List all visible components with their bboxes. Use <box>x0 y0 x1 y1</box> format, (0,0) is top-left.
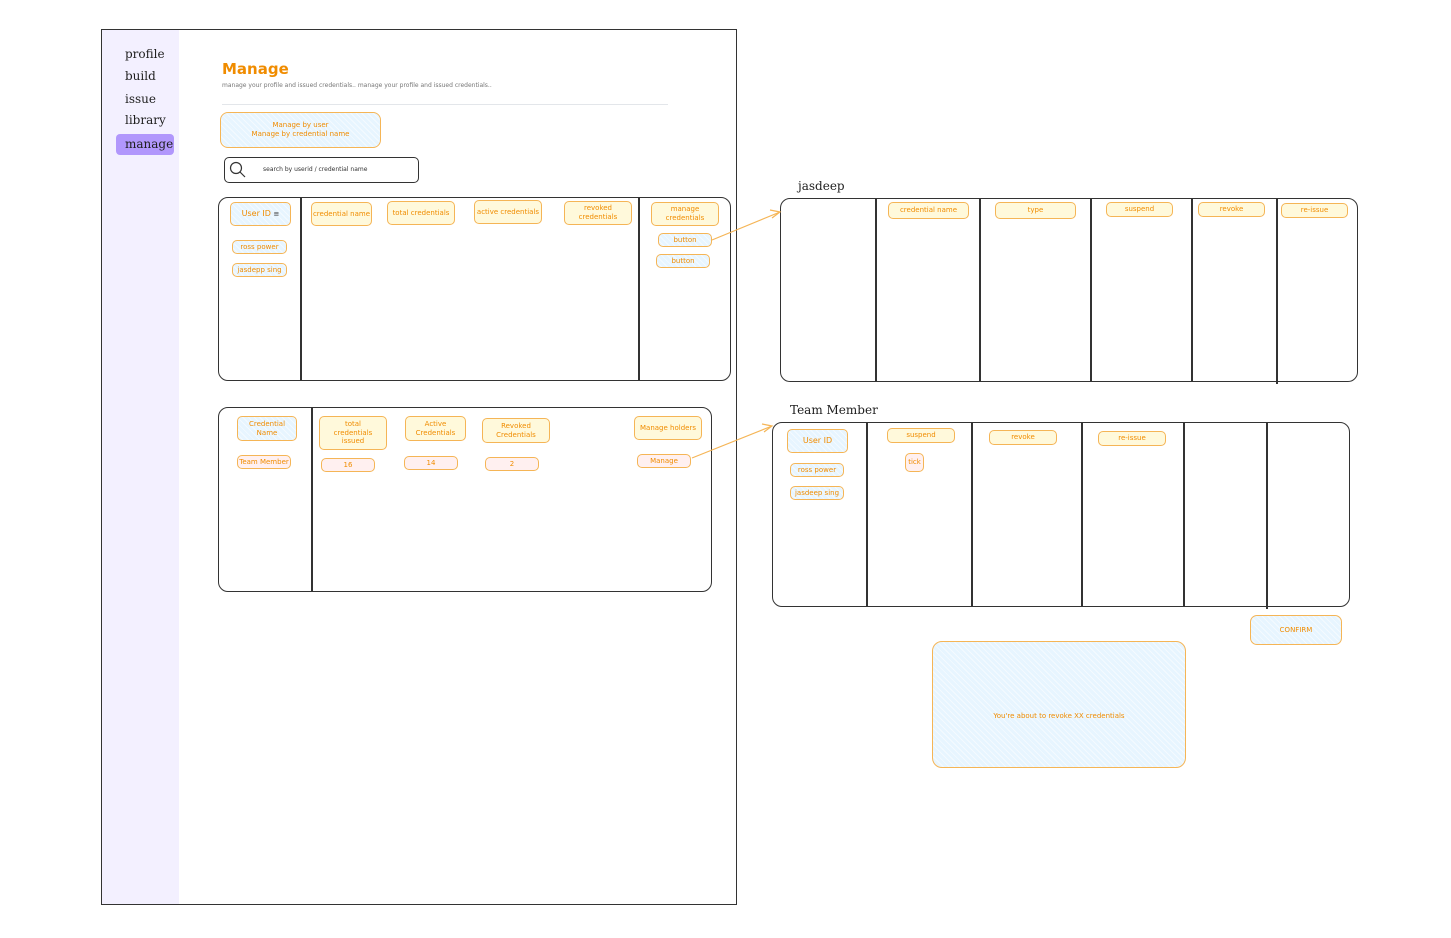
manage-by-credential-option[interactable]: Manage by credential name <box>251 130 350 138</box>
credential-row-team-member[interactable]: Team Member <box>237 455 291 469</box>
column-divider <box>1191 199 1193 381</box>
column-divider <box>1276 199 1278 384</box>
sidebar-item-manage[interactable]: manage <box>116 134 174 155</box>
jasdeep-panel-title: jasdeep <box>798 179 845 193</box>
user-id-label: User ID <box>241 209 271 218</box>
arrowhead <box>769 209 782 219</box>
column-divider <box>971 423 973 606</box>
team-user-ross[interactable]: ross power <box>790 463 844 477</box>
total-issued-value: 16 <box>321 458 375 472</box>
manage-button-2[interactable]: button <box>656 254 710 268</box>
filter-icon[interactable]: ≡ <box>273 209 280 218</box>
column-divider <box>638 198 640 380</box>
column-divider <box>979 199 981 381</box>
team-panel <box>772 422 1350 607</box>
column-divider <box>300 198 302 380</box>
manage-mode-toggle[interactable]: Manage by user Manage by credential name <box>220 112 381 148</box>
dialog-message: You're about to revoke XX credentials <box>993 712 1125 721</box>
header-manage-holders: Manage holders <box>634 416 702 440</box>
active-value: 14 <box>404 456 458 470</box>
jasdeep-panel <box>780 198 1358 382</box>
header-credential-name: credential name <box>311 202 372 226</box>
revoked-value: 2 <box>485 457 539 471</box>
manage-by-user-option[interactable]: Manage by user <box>272 121 329 130</box>
arrowhead <box>761 423 774 433</box>
column-divider <box>1081 423 1083 606</box>
header-total-credentials: total credentials <box>387 201 455 225</box>
header-type: type <box>995 202 1076 219</box>
sidebar-item-profile[interactable]: profile <box>125 47 165 61</box>
header-revoked: Revoked Credentials <box>482 418 550 443</box>
sidebar-item-issue[interactable]: issue <box>125 92 156 106</box>
sidebar: profile build issue library manage <box>102 30 179 904</box>
team-user-id-header[interactable]: User ID <box>787 429 848 453</box>
header-active-credentials: active credentials <box>474 200 542 224</box>
team-panel-title: Team Member <box>790 403 878 417</box>
header-revoke: revoke <box>989 430 1057 445</box>
team-user-jasdeep[interactable]: jasdeep sing <box>790 486 844 500</box>
user-row-jasdepp[interactable]: jasdepp sing <box>232 263 287 277</box>
app-frame <box>101 29 737 905</box>
header-total-issued: total credentials issued <box>319 416 387 450</box>
header-revoke: revoke <box>1198 202 1265 217</box>
manage-holders-button[interactable]: Manage <box>637 454 691 468</box>
header-credential-name: credential name <box>888 202 969 219</box>
sidebar-item-build[interactable]: build <box>125 69 156 83</box>
header-revoked-credentials: revoked credentials <box>564 201 632 225</box>
header-manage-credentials: manage credentials <box>651 202 719 226</box>
header-reissue: re-issue <box>1281 203 1348 218</box>
header-active: Active Credentials <box>405 416 466 441</box>
credential-name-header: Credential Name <box>237 416 297 441</box>
page-subtitle: manage your profile and issued credentia… <box>222 82 492 89</box>
manage-button-1[interactable]: button <box>658 233 712 247</box>
user-row-ross[interactable]: ross power <box>232 240 287 254</box>
column-divider <box>875 199 877 381</box>
header-suspend: suspend <box>1106 202 1173 217</box>
column-divider <box>1266 423 1268 609</box>
search-input[interactable]: search by userid / credential name <box>224 157 419 183</box>
suspend-tick-checkbox[interactable]: tick <box>905 453 924 472</box>
column-divider <box>1090 199 1092 381</box>
column-divider <box>1183 423 1185 606</box>
search-placeholder: search by userid / credential name <box>263 166 368 173</box>
header-reissue: re-issue <box>1098 431 1166 446</box>
search-icon <box>229 161 246 178</box>
user-table <box>218 197 731 381</box>
column-divider <box>866 423 868 606</box>
sidebar-item-library[interactable]: library <box>125 113 166 127</box>
revoke-confirmation-dialog: You're about to revoke XX credentials <box>932 641 1186 768</box>
page-title: Manage <box>222 60 289 78</box>
confirm-button[interactable]: CONFIRM <box>1250 615 1342 645</box>
divider <box>222 104 668 105</box>
user-id-header[interactable]: User ID ≡ <box>230 202 291 226</box>
credential-table <box>218 407 712 592</box>
column-divider <box>311 408 313 591</box>
header-suspend: suspend <box>887 428 955 443</box>
